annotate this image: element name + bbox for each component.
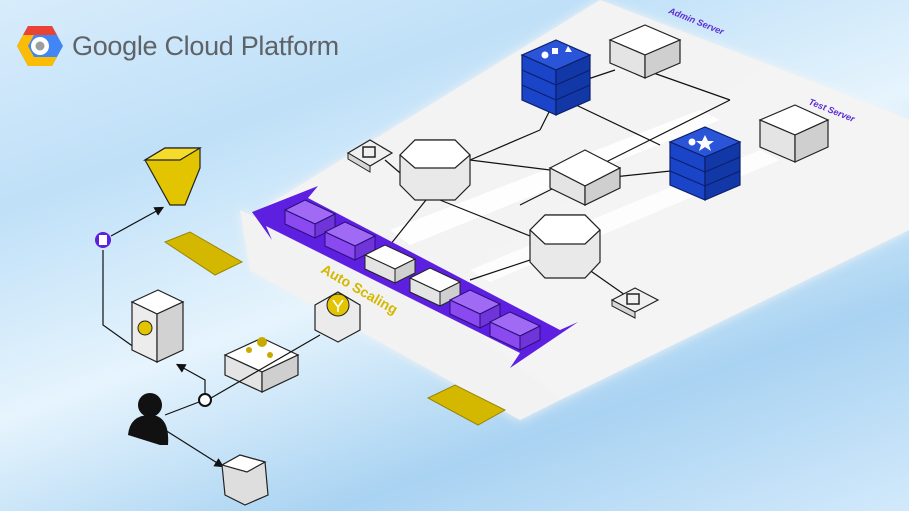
instance-cube: [448, 289, 502, 329]
main-platform: [240, 210, 560, 420]
user-edges: [164, 334, 321, 468]
edge-doc-to-bucket: [110, 206, 165, 237]
chip-icon-right: [610, 287, 660, 319]
database-admin-icon: [520, 39, 592, 116]
storage-bucket-icon: [142, 147, 203, 206]
test-server-node: [758, 104, 830, 163]
admin-server-node: [608, 24, 682, 79]
gcp-logo: Google Cloud Platform: [16, 26, 339, 66]
app-server-node: [548, 149, 622, 206]
yellow-slab: [426, 384, 507, 426]
gcp-hexagon-icon: [17, 26, 63, 66]
instance-cube: [323, 221, 377, 261]
user-icon: [128, 393, 169, 445]
load-balancer-node: [399, 139, 471, 201]
router-icon: [198, 393, 212, 407]
cache-node: [223, 337, 300, 393]
database-test-icon: [668, 126, 742, 201]
brand-name: Google Cloud Platform: [72, 30, 339, 61]
instance-cube: [488, 311, 542, 351]
yellow-slab: [163, 231, 244, 276]
document-icon[interactable]: [95, 232, 111, 248]
client-node: [220, 454, 269, 506]
load-balancer-node-2: [529, 214, 601, 279]
cloud-function-node: [314, 291, 361, 343]
instance-cube-idle: [363, 244, 417, 284]
chip-icon-left: [346, 139, 394, 173]
instance-cube-idle: [408, 267, 462, 307]
edge-phone-to-doc: [102, 250, 139, 351]
phone-server-icon: [130, 289, 185, 363]
instance-cube: [283, 199, 337, 239]
